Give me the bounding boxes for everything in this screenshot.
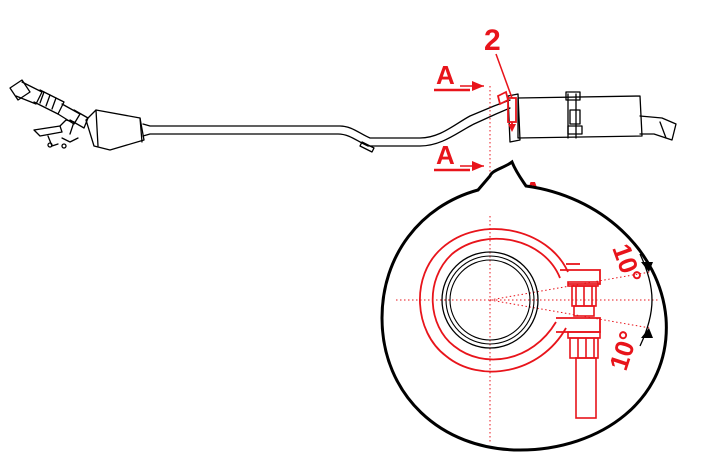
intermediate-pipe [142,99,511,153]
front-hanger-bracket [33,119,79,149]
catalytic-converter [85,109,145,151]
angle-arrow-upper [641,262,653,272]
clamp-bolt [567,281,601,419]
section-marker-bottom: A [436,140,455,170]
part-number-label: 2 [484,24,501,57]
exhaust-system [9,79,677,153]
exhaust-clamp-part-2 [496,90,517,132]
angle-line-lower [489,299,651,329]
detail-bubble-outline [380,159,668,452]
angle-arrow-lower [641,328,653,338]
pipe-cross-section [441,251,539,349]
section-arrow-head-top [472,81,484,91]
section-detail-view: 10° 10° [380,159,668,452]
part-number-leader [495,53,513,99]
rear-silencer [507,91,677,143]
angle-dimension [639,253,653,347]
section-marker-top: A [436,60,455,90]
section-arrow-head-bottom [472,161,484,171]
front-downpipe [9,79,89,129]
